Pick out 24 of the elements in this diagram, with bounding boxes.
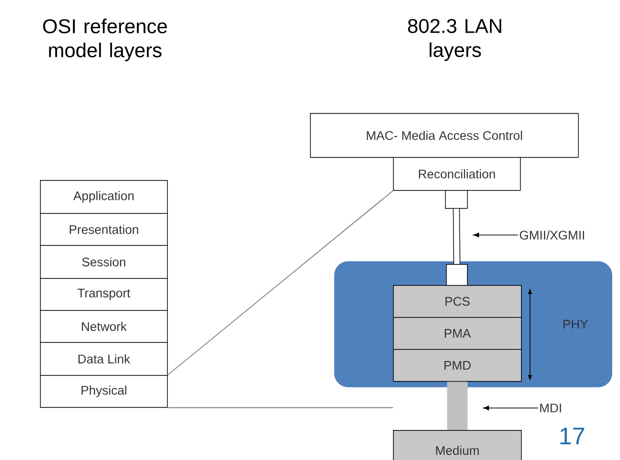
layer-box: PCS [393, 285, 522, 318]
connector-pipe [447, 382, 468, 430]
layer-box: Medium [393, 430, 522, 460]
page-number: 17 [560, 428, 584, 444]
leader-line [167, 407, 394, 408]
connector-box [445, 190, 468, 209]
layer-box: PMD [393, 349, 522, 382]
layer-box: Transport [40, 278, 168, 311]
layer-box: Data Link [40, 342, 168, 376]
arrow [473, 232, 518, 238]
interface-label: MDI [540, 404, 561, 412]
layer-box: Session [40, 245, 168, 279]
column-heading: 802.3 LAN layers [408, 18, 502, 62]
connector-pipe [452, 208, 460, 264]
column-heading: OSI reference model layers [43, 18, 167, 62]
arrow [483, 406, 538, 410]
layer-box: Application [40, 180, 168, 214]
layer-box: Physical [40, 375, 168, 408]
interface-label: GMII/XGMII [520, 230, 584, 240]
layer-box: PMA [393, 317, 522, 350]
connector-box [446, 264, 468, 286]
layer-box: Presentation [40, 213, 168, 246]
layer-box: Network [40, 310, 168, 343]
leader-line [167, 190, 394, 376]
